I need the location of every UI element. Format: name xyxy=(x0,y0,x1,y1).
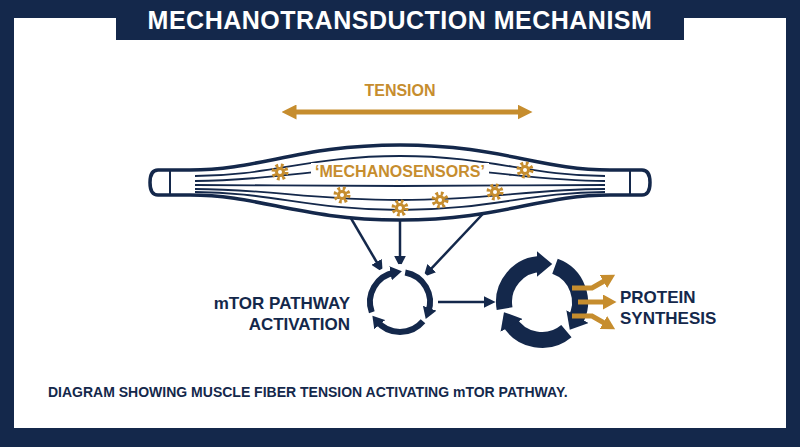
connector-line xyxy=(438,301,486,304)
title-tab: MECHANOTRANSDUCTION MECHANISM xyxy=(116,0,685,40)
sensor-label: ‘MECHANOSENSORS’ xyxy=(311,163,489,181)
pathway-cycle xyxy=(360,262,440,342)
pathway-node: mTOR PATHWAY ACTIVATION xyxy=(360,262,440,342)
inner-panel xyxy=(14,18,786,428)
stage-label: mTOR PATHWAY ACTIVATION xyxy=(182,293,350,335)
synthesis-node: PROTEIN SYNTHESIS xyxy=(492,252,592,352)
connector xyxy=(438,302,486,303)
caption: DIAGRAM SHOWING MUSCLE FIBER TENSION ACT… xyxy=(48,384,568,400)
synthesis-cycle xyxy=(492,252,592,352)
muscle-fiber xyxy=(150,140,650,225)
connector-line xyxy=(399,218,402,258)
muscle-fiber-node: ‘MECHANOSENSORS’ xyxy=(150,140,650,225)
force-label: TENSION xyxy=(364,82,435,100)
title: MECHANOTRANSDUCTION MECHANISM xyxy=(116,0,685,40)
stage-label: PROTEIN SYNTHESIS xyxy=(620,287,770,329)
tension-arrow xyxy=(292,110,522,115)
